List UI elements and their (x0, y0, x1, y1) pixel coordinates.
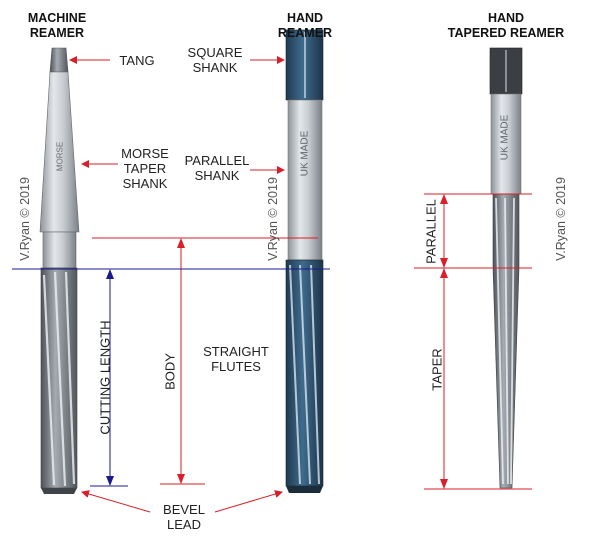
label-taper: TAPER (429, 348, 445, 391)
watermark-right: V.Ryan © 2019 (554, 177, 568, 261)
machine-reamer-flute-highlights (42, 271, 76, 487)
label-bevel-lead: BEVEL LEAD (163, 502, 205, 532)
heading-machine-reamer: MACHINE REAMER (27, 11, 87, 40)
watermark-middle: V.Ryan © 2019 (266, 177, 280, 261)
hand-reamer-parallel-shank (287, 99, 323, 261)
engraving-machine: MORSE (55, 141, 65, 172)
tapered-reamer-flute-highlights (495, 197, 515, 485)
label-square-shank: SQUARE SHANK (187, 45, 243, 75)
engraving-hand: UK MADE (299, 130, 311, 177)
label-straight-flutes: STRAIGHT FLUTES (203, 344, 269, 374)
machine-reamer-bevel-lead (41, 488, 77, 494)
label-body: BODY (162, 353, 178, 390)
label-cutting-length: CUTTING LENGTH (97, 320, 113, 435)
watermark-left: V.Ryan © 2019 (18, 177, 32, 261)
pointer-arrows (69, 56, 285, 513)
machine-reamer (39, 47, 80, 494)
machine-reamer-neck (42, 231, 77, 269)
heading-hand-reamer: HAND REAMER (277, 11, 333, 40)
label-tang: TANG (119, 53, 155, 68)
label-morse-taper-shank: MORSE TAPER SHANK (121, 146, 169, 191)
heading-hand-tapered-reamer: HAND TAPERED REAMER (447, 11, 565, 40)
machine-reamer-morse-taper-shank (39, 71, 80, 233)
hand-reamer-flute-highlights (289, 264, 320, 485)
machine-reamer-tang (49, 47, 69, 73)
label-parallel-shank: PARALLEL SHANK (184, 153, 250, 183)
bevel-lead-left-pointer (81, 490, 151, 513)
label-parallel: PARALLEL (423, 199, 439, 264)
engraving-tapered: UK MADE (499, 114, 511, 161)
tapered-dimensions (414, 193, 532, 490)
hand-reamer (285, 29, 324, 493)
hand-reamer-bevel-lead (286, 486, 323, 493)
bevel-lead-right-pointer (214, 490, 283, 513)
cutting-length-dimension (12, 268, 330, 487)
body-dimension (92, 237, 318, 485)
